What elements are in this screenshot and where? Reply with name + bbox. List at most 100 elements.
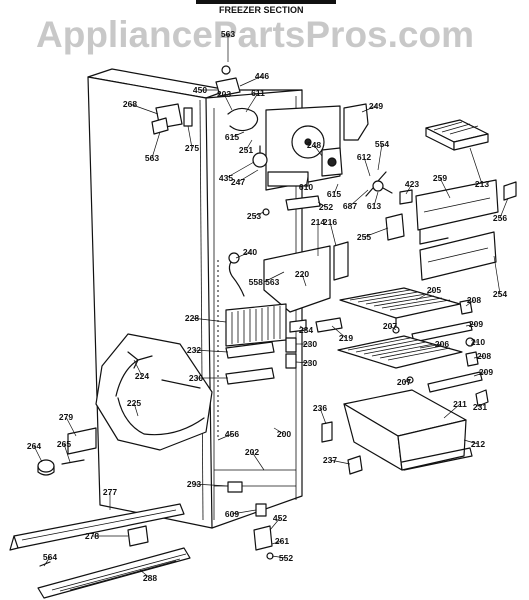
part-number-label[interactable]: 230 — [303, 358, 317, 368]
part-number-label[interactable]: 248 — [307, 140, 321, 150]
part-number-label[interactable]: 558,563 — [249, 277, 280, 287]
part-number-label[interactable]: 264 — [27, 441, 41, 451]
shelf-rail-209b — [427, 371, 483, 393]
part-number-label[interactable]: 254 — [493, 289, 507, 299]
section-title: FREEZER SECTION — [219, 5, 304, 15]
part-number-label[interactable]: 230 — [189, 373, 203, 383]
leader-line — [273, 427, 285, 435]
part-number-label[interactable]: 212 — [471, 439, 485, 449]
wire-shelf-lower — [337, 335, 463, 369]
part-number-label[interactable]: 220 — [295, 269, 309, 279]
part-number-label[interactable]: 209 — [479, 367, 493, 377]
leader-line — [373, 191, 379, 207]
part-number-label[interactable]: 615 — [225, 132, 239, 142]
part-number-label[interactable]: 210 — [471, 337, 485, 347]
part-number-label[interactable]: 277 — [103, 487, 117, 497]
part-number-label[interactable]: 237 — [323, 455, 337, 465]
leader-line — [231, 131, 245, 138]
part-number-label[interactable]: 209 — [469, 319, 483, 329]
leader-line — [499, 197, 509, 219]
part-number-label[interactable]: 611 — [251, 88, 265, 98]
part-number-label[interactable]: 275 — [185, 143, 199, 153]
part-number-label[interactable]: 247 — [231, 177, 245, 187]
leader-line — [231, 509, 257, 515]
part-number-label[interactable]: 563 — [145, 153, 159, 163]
part-number-label[interactable]: 423 — [405, 179, 419, 189]
part-number-label[interactable]: 452 — [273, 513, 287, 523]
part-number-label[interactable]: 251 — [239, 145, 253, 155]
part-number-label[interactable]: 208 — [477, 351, 491, 361]
leader-line — [313, 144, 323, 157]
part-number-label[interactable]: 687 — [343, 201, 357, 211]
part-number-label[interactable]: 200 — [277, 429, 291, 439]
part-number-label[interactable]: 231 — [473, 402, 487, 412]
leader-line — [473, 355, 485, 359]
part-number-label[interactable]: 615 — [327, 189, 341, 199]
part-number-label[interactable]: 612 — [357, 152, 371, 162]
part-number-label[interactable]: 240 — [243, 247, 257, 257]
part-number-label[interactable]: 268 — [123, 99, 137, 109]
drain-trough — [225, 341, 275, 359]
part-number-label[interactable]: 609 — [225, 509, 239, 519]
leader-line — [237, 169, 259, 183]
part-number-label[interactable]: 261 — [275, 536, 289, 546]
part-number-label[interactable]: 456 — [225, 429, 239, 439]
hinge-assembly — [253, 525, 274, 560]
part-number-label[interactable]: 216 — [323, 217, 337, 227]
leader-line — [269, 517, 281, 531]
part-number-label[interactable]: 255 — [357, 232, 371, 242]
part-number-label[interactable]: 234 — [299, 325, 313, 335]
part-number-label[interactable]: 288 — [143, 573, 157, 583]
shelf-clip-208b — [465, 351, 479, 367]
clip-231 — [475, 389, 489, 407]
part-number-label[interactable]: 563 — [221, 29, 235, 39]
part-number-label[interactable]: 253 — [247, 211, 261, 221]
part-number-label[interactable]: 279 — [59, 412, 73, 422]
part-number-label[interactable]: 205 — [427, 285, 441, 295]
part-number-label[interactable]: 230 — [303, 339, 317, 349]
part-number-label[interactable]: 613 — [367, 201, 381, 211]
part-number-label[interactable]: 278 — [85, 531, 99, 541]
part-number-label[interactable]: 206 — [435, 339, 449, 349]
clip-293 — [227, 481, 243, 493]
ice-tray — [425, 119, 489, 151]
part-number-label[interactable]: 265 — [57, 439, 71, 449]
part-number-label[interactable]: 259 — [433, 173, 447, 183]
clip-278 — [127, 525, 149, 547]
leader-line — [225, 161, 255, 179]
part-number-label[interactable]: 208 — [467, 295, 481, 305]
part-number-label[interactable]: 293 — [187, 479, 201, 489]
leader-line — [377, 143, 383, 171]
part-number-label[interactable]: 256 — [493, 213, 507, 223]
part-number-label[interactable]: 214 — [311, 217, 325, 227]
part-number-label[interactable]: 228 — [185, 313, 199, 323]
part-number-label[interactable]: 202 — [245, 447, 259, 457]
part-number-label[interactable]: 219 — [339, 333, 353, 343]
part-number-label[interactable]: 207 — [383, 321, 397, 331]
part-number-label[interactable]: 610 — [299, 182, 313, 192]
leader-line — [235, 251, 251, 259]
leader-line — [193, 483, 229, 487]
part-number-label[interactable]: 236 — [313, 403, 327, 413]
leader-line — [43, 556, 51, 567]
thermostat-assembly — [215, 65, 241, 97]
leader-line — [295, 361, 311, 364]
part-number-label[interactable]: 225 — [127, 398, 141, 408]
part-number-label[interactable]: 252 — [319, 202, 333, 212]
part-number-label[interactable]: 552 — [279, 553, 293, 563]
part-number-label[interactable]: 203 — [217, 89, 231, 99]
part-number-label[interactable]: 224 — [135, 371, 149, 381]
part-number-label[interactable]: 435 — [219, 173, 233, 183]
part-number-label[interactable]: 249 — [369, 101, 383, 111]
shelf-rail — [225, 367, 275, 385]
part-number-label[interactable]: 211 — [453, 399, 467, 409]
part-number-label[interactable]: 232 — [187, 345, 201, 355]
leader-line — [271, 555, 287, 559]
part-number-label[interactable]: 213 — [475, 179, 489, 189]
part-number-label[interactable]: 564 — [43, 552, 57, 562]
part-number-label[interactable]: 446 — [255, 71, 269, 81]
part-number-label[interactable]: 207 — [397, 377, 411, 387]
part-number-label[interactable]: 450 — [193, 85, 207, 95]
part-number-label[interactable]: 554 — [375, 139, 389, 149]
